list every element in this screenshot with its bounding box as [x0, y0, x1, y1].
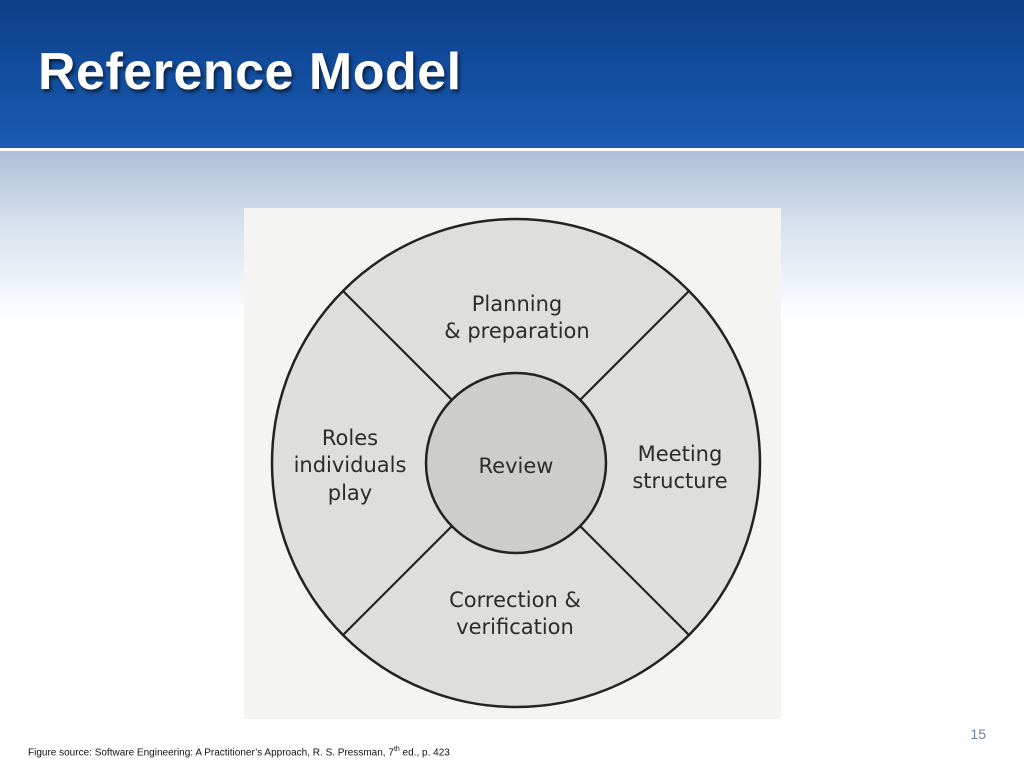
title-bar [0, 0, 1024, 148]
segment-top-line-2: & preparation [444, 319, 589, 343]
center-label-review: Review [479, 454, 554, 478]
segment-right-line-1: Meeting [638, 442, 723, 466]
source-text: Figure source: Software Engineering: A P… [28, 747, 394, 759]
divider-bottom-right [579, 525, 690, 636]
center-circle [424, 371, 608, 555]
page-number: 15 [970, 726, 986, 742]
segment-top-line-1: Planning [472, 292, 562, 316]
title-divider [0, 148, 1024, 151]
reference-model-diagram: Review Planning & preparation Meeting st… [270, 217, 762, 709]
slide-title: Reference Model [38, 43, 462, 101]
divider-top-left [342, 290, 453, 401]
figure-source: Figure source: Software Engineering: A P… [28, 746, 450, 758]
divider-top-right [579, 290, 690, 401]
reference-model-figure: Review Planning & preparation Meeting st… [244, 208, 781, 719]
segment-bottom-line-1: Correction & [449, 588, 581, 612]
source-superscript: th [393, 746, 400, 753]
segment-bottom-line-2: verification [456, 615, 574, 639]
segment-left-line-1: Roles [322, 426, 378, 450]
source-suffix: ed., p. 423 [399, 747, 450, 759]
segment-left-line-3: play [328, 481, 372, 505]
divider-bottom-left [342, 525, 453, 636]
segment-left-line-2: individuals [294, 453, 407, 477]
segment-right-line-2: structure [632, 469, 727, 493]
